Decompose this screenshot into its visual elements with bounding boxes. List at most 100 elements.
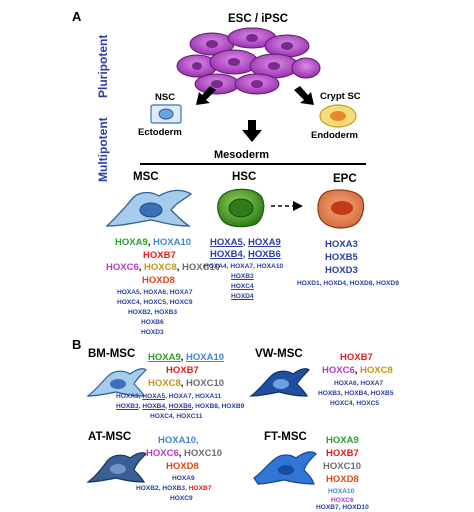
esc-label: ESC / iPSC [228, 13, 289, 25]
bm-hoxa9: HOXA9 [148, 352, 181, 363]
msc-cell-icon [105, 189, 193, 227]
bm-s1a: HOXA3, [116, 393, 143, 400]
vw-hoxb7: HOXB7 [340, 352, 373, 363]
hsc-hoxb6: HOXB6 [248, 249, 281, 260]
pluripotent-label: Pluripotent [96, 34, 110, 98]
vw-small-2: HOXB3, HOXB4, HOXB5 [318, 390, 394, 397]
ft-big-1: HOXA9 [326, 435, 359, 446]
vw-small-3: HOXC4, HOXC5 [330, 400, 380, 407]
ft-msc-title: FT-MSC [264, 431, 307, 443]
bm-line-3: HOXC8, HOXC10 [148, 379, 224, 389]
msc-title: MSC [133, 171, 159, 183]
ft-msc-cell-icon [253, 451, 317, 485]
hsc-small-2: HOXB3 [231, 273, 254, 280]
ft-small-1: HOXA10 [328, 488, 355, 495]
vw-sep: , [354, 365, 361, 376]
hsc-hoxb4: HOXB4 [210, 249, 243, 260]
bm-line-1: HOXA9, HOXA10 [148, 353, 224, 363]
at-hoxd8: HOXD8 [166, 461, 199, 472]
ft-big-4: HOXD8 [326, 474, 359, 485]
multipotent-label: Multipotent [96, 117, 110, 182]
msc-small-3: HOXB2, HOXB3 [128, 309, 178, 316]
epc-title: EPC [333, 173, 357, 185]
bm-sep: , [180, 352, 187, 363]
bm-s2a: HOXB3 [116, 403, 139, 410]
bm-s2d: , [165, 403, 169, 410]
hsc-sep: , [242, 237, 249, 248]
at-hoxc10: HOXC10 [184, 448, 223, 459]
bm-msc-cell-icon [86, 368, 147, 397]
msc-small-1: HOXA5, HOXA6, HOXA7 [117, 289, 193, 296]
at-msc-cell-icon [86, 452, 147, 483]
msc-hoxa9: HOXA9 [115, 237, 148, 248]
at-small-2: HOXB2, HOXB3, HOXB7 [136, 485, 211, 493]
msc-hoxc6: HOXC6 [106, 262, 139, 273]
epc-big-1: HOXA3 [325, 239, 358, 250]
at-msc-title: AT-MSC [88, 431, 132, 443]
msc-small-5: HOXD3 [141, 329, 164, 336]
ft-small-2: HOXC6 [331, 497, 354, 504]
nsc-cell-icon [150, 104, 182, 124]
vw-small-1: HOXA6, HOXA7 [334, 380, 384, 387]
msc-line-1: HOXA9, HOXA10 [115, 238, 191, 248]
hsc-small-4: HOXD4 [231, 293, 254, 300]
bm-hoxb7: HOXB7 [166, 365, 199, 376]
vw-line-2: HOXC6, HOXC8 [322, 366, 393, 376]
epc-small: HOXD1, HOXD4, HOXD8, HOXD9 [297, 280, 399, 287]
msc-hoxc8: HOXC8 [144, 262, 177, 273]
bm-small-3: HOXC4, HOXC11 [150, 413, 203, 420]
hsc-to-epc-arrow [271, 201, 303, 211]
ectoderm-label: Ectoderm [138, 127, 182, 138]
vw-msc-title: VW-MSC [255, 348, 303, 360]
bm-s2f: , HOXB8, HOXB9 [191, 403, 245, 410]
msc-hoxb7: HOXB7 [143, 250, 176, 261]
hsc-hoxa9: HOXA9 [248, 237, 281, 248]
endoderm-label: Endoderm [311, 130, 358, 141]
msc-sep: , [138, 262, 145, 273]
bm-hoxc8: HOXC8 [148, 378, 181, 389]
hsc-sep: , [242, 249, 249, 260]
bm-hoxc10: HOXC10 [186, 378, 225, 389]
msc-hoxa10: HOXA10 [153, 237, 192, 248]
at-hoxa10: HOXA10, [158, 435, 199, 446]
ft-big-2: HOXB7 [326, 448, 359, 459]
bm-s1c: , HOXA7, HOXA11 [165, 393, 222, 400]
msc-hoxc10: HOXC10 [182, 262, 221, 273]
msc-line-3: HOXC6, HOXC8, HOXC10 [106, 263, 220, 273]
panel-b-label: B [72, 337, 82, 352]
msc-sep: , [176, 262, 183, 273]
vw-hoxc6: HOXC6 [322, 365, 355, 376]
msc-hoxd8: HOXD8 [142, 275, 175, 286]
ft-big-3: HOXC10 [323, 461, 362, 472]
bm-hoxa10: HOXA10 [186, 352, 225, 363]
at-s2a: HOXB2, HOXB3, [136, 485, 189, 492]
vw-msc-cell-icon [249, 368, 310, 397]
hsc-small-1: HOXA4, HOXA7, HOXA10 [204, 263, 284, 270]
msc-sep: , [147, 237, 154, 248]
bm-msc-title: BM-MSC [88, 348, 136, 360]
at-line-2: HOXC6, HOXC10 [146, 449, 222, 459]
hsc-line-2: HOXB4, HOXB6 [210, 250, 281, 260]
arrow-to-nsc [196, 86, 216, 105]
hsc-small-3: HOXC4 [231, 283, 254, 290]
at-sep: , [178, 448, 185, 459]
at-hoxc6: HOXC6 [146, 448, 179, 459]
bm-s2b: , [138, 403, 143, 410]
esc-cell-cluster [176, 27, 321, 95]
bm-small-1: HOXA3, HOXA5, HOXA7, HOXA11 [116, 393, 222, 401]
crypt-sc-label: Crypt SC [320, 91, 361, 102]
arrow-to-crypt [294, 86, 314, 105]
at-hoxa9: HOXA9 [172, 475, 195, 482]
mesoderm-divider [140, 163, 366, 165]
mesoderm-label: Mesoderm [214, 149, 270, 161]
bm-small-2: HOXB3, HOXB4, HOXB6, HOXB8, HOXB9 [116, 403, 245, 411]
hsc-title: HSC [232, 171, 257, 183]
bm-s2e: HOXB6 [168, 403, 192, 410]
epc-big-2: HOXB5 [325, 252, 358, 263]
ft-small-3: HOXB7, HOXD10 [316, 504, 369, 511]
arrow-to-mesoderm [242, 120, 262, 142]
epc-big-3: HOXD3 [325, 265, 358, 276]
at-hoxc9: HOXC9 [170, 495, 193, 502]
hsc-cell-icon [217, 188, 265, 228]
epc-cell-icon [317, 189, 365, 229]
